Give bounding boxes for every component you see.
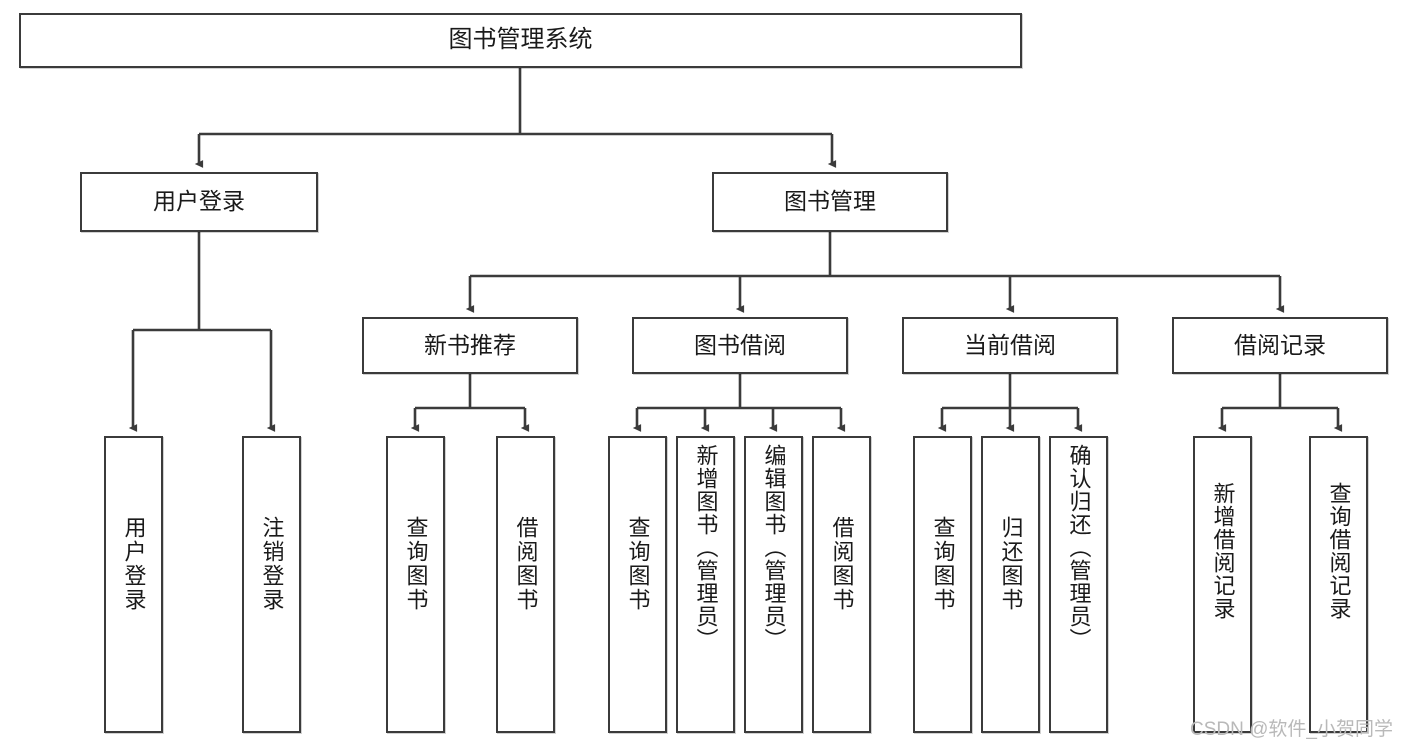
node-leaf-add-book[interactable]: 新增图书（管理员） — [676, 436, 735, 733]
node-leaf-return-book-label: 归还图书 — [998, 516, 1024, 612]
node-book-borrow-label: 图书借阅 — [694, 331, 786, 358]
node-book-manage[interactable]: 图书管理 — [712, 172, 948, 232]
node-new-book-rec-label: 新书推荐 — [424, 331, 516, 358]
node-leaf-query-book-2[interactable]: 查询图书 — [608, 436, 667, 733]
node-leaf-confirm-return-label: 确认归还（管理员） — [1066, 444, 1092, 651]
node-leaf-edit-book[interactable]: 编辑图书（管理员） — [744, 436, 803, 733]
node-root[interactable]: 图书管理系统 — [19, 13, 1022, 68]
node-borrow-record[interactable]: 借阅记录 — [1172, 317, 1388, 374]
node-leaf-return-book[interactable]: 归还图书 — [981, 436, 1040, 733]
node-current-borrow-label: 当前借阅 — [964, 331, 1056, 358]
node-new-book-rec[interactable]: 新书推荐 — [362, 317, 578, 374]
node-current-borrow[interactable]: 当前借阅 — [902, 317, 1118, 374]
node-leaf-borrow-book-1-label: 借阅图书 — [513, 516, 539, 612]
node-leaf-query-record[interactable]: 查询借阅记录 — [1309, 436, 1368, 733]
node-book-borrow[interactable]: 图书借阅 — [632, 317, 848, 374]
node-leaf-add-record-label: 新增借阅记录 — [1210, 482, 1236, 620]
node-leaf-query-book-1[interactable]: 查询图书 — [386, 436, 445, 733]
node-book-manage-label: 图书管理 — [784, 188, 876, 215]
node-borrow-record-label: 借阅记录 — [1234, 331, 1326, 358]
node-leaf-user-login-label: 用户登录 — [121, 516, 147, 612]
node-user-login-label: 用户登录 — [153, 188, 245, 215]
node-leaf-query-book-2-label: 查询图书 — [625, 516, 651, 612]
node-leaf-borrow-book-2[interactable]: 借阅图书 — [812, 436, 871, 733]
node-leaf-borrow-book-2-label: 借阅图书 — [829, 516, 855, 612]
node-leaf-query-book-1-label: 查询图书 — [403, 516, 429, 612]
node-leaf-add-record[interactable]: 新增借阅记录 — [1193, 436, 1252, 733]
node-leaf-confirm-return[interactable]: 确认归还（管理员） — [1049, 436, 1108, 733]
node-leaf-query-record-label: 查询借阅记录 — [1326, 482, 1352, 620]
node-leaf-user-login[interactable]: 用户登录 — [104, 436, 163, 733]
node-root-label: 图书管理系统 — [448, 26, 593, 54]
watermark: CSDN @软件_小贺同学 — [1190, 719, 1393, 740]
node-user-login[interactable]: 用户登录 — [80, 172, 318, 232]
node-leaf-edit-book-label: 编辑图书（管理员） — [761, 444, 787, 651]
node-leaf-query-book-3[interactable]: 查询图书 — [913, 436, 972, 733]
node-leaf-user-logout[interactable]: 注销登录 — [242, 436, 301, 733]
node-leaf-user-logout-label: 注销登录 — [259, 516, 285, 612]
node-leaf-add-book-label: 新增图书（管理员） — [693, 444, 719, 651]
node-leaf-borrow-book-1[interactable]: 借阅图书 — [496, 436, 555, 733]
node-leaf-query-book-3-label: 查询图书 — [930, 516, 956, 612]
